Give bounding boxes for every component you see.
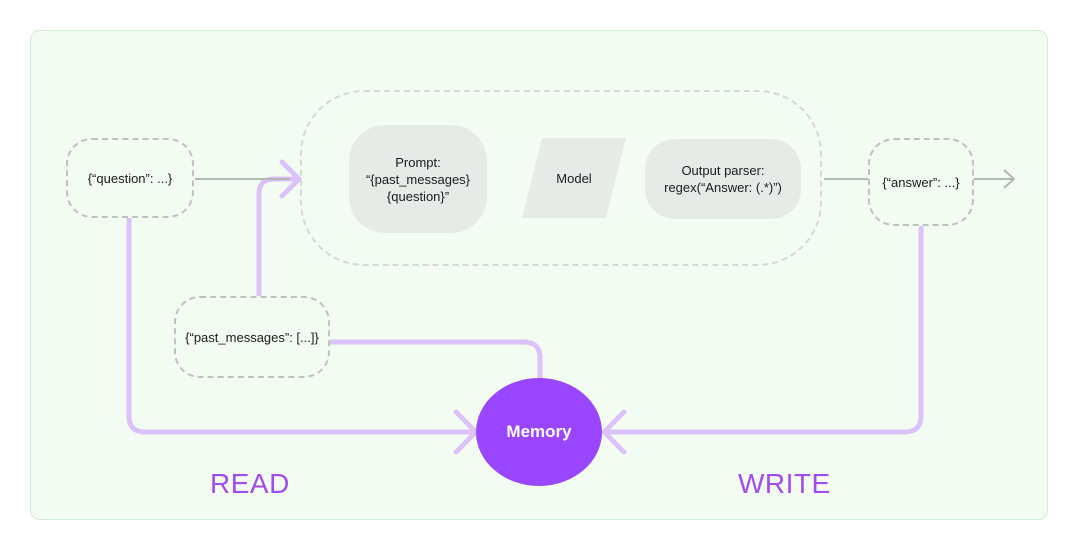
read-label: READ <box>210 468 290 499</box>
prompt-node: Prompt: “{past_messages} {question}” <box>349 125 487 233</box>
prompt-line-3: {question}” <box>386 188 450 204</box>
read-wire <box>126 215 477 435</box>
answer-node: {“answer”: ...} <box>868 138 974 226</box>
past-messages-node: {“past_messages”: [...]} <box>174 296 330 378</box>
output-parser-line-1: Output parser: <box>681 163 765 178</box>
answer-output-arrowhead <box>1003 169 1015 189</box>
prompt-line-2: “{past_messages} <box>365 171 471 187</box>
prompt-line-1: Prompt: <box>395 154 441 170</box>
answer-node-label: {“answer”: ...} <box>882 174 960 190</box>
question-node: {“question”: ...} <box>66 138 194 218</box>
memory-node: Memory <box>476 378 602 486</box>
write-label: WRITE <box>738 468 831 499</box>
model-shape <box>522 138 626 218</box>
question-node-label: {“question”: ...} <box>87 170 173 186</box>
output-parser-node: Output parser: regex(“Answer: (.*)”) <box>645 139 801 219</box>
write-wire <box>603 225 924 435</box>
chain-input-arrowhead <box>279 159 302 199</box>
write-arrowhead <box>601 409 627 455</box>
memory-to-past-messages-wire <box>327 339 543 383</box>
memory-node-label: Memory <box>506 422 572 441</box>
model-node: Model <box>522 138 626 218</box>
past-messages-node-label: {“past_messages”: [...]} <box>185 329 319 345</box>
chain-container <box>300 90 822 266</box>
past-messages-to-chain-wire <box>256 176 299 301</box>
output-parser-line-2: regex(“Answer: (.*)”) <box>664 180 782 195</box>
model-node-label: Model <box>556 170 592 186</box>
